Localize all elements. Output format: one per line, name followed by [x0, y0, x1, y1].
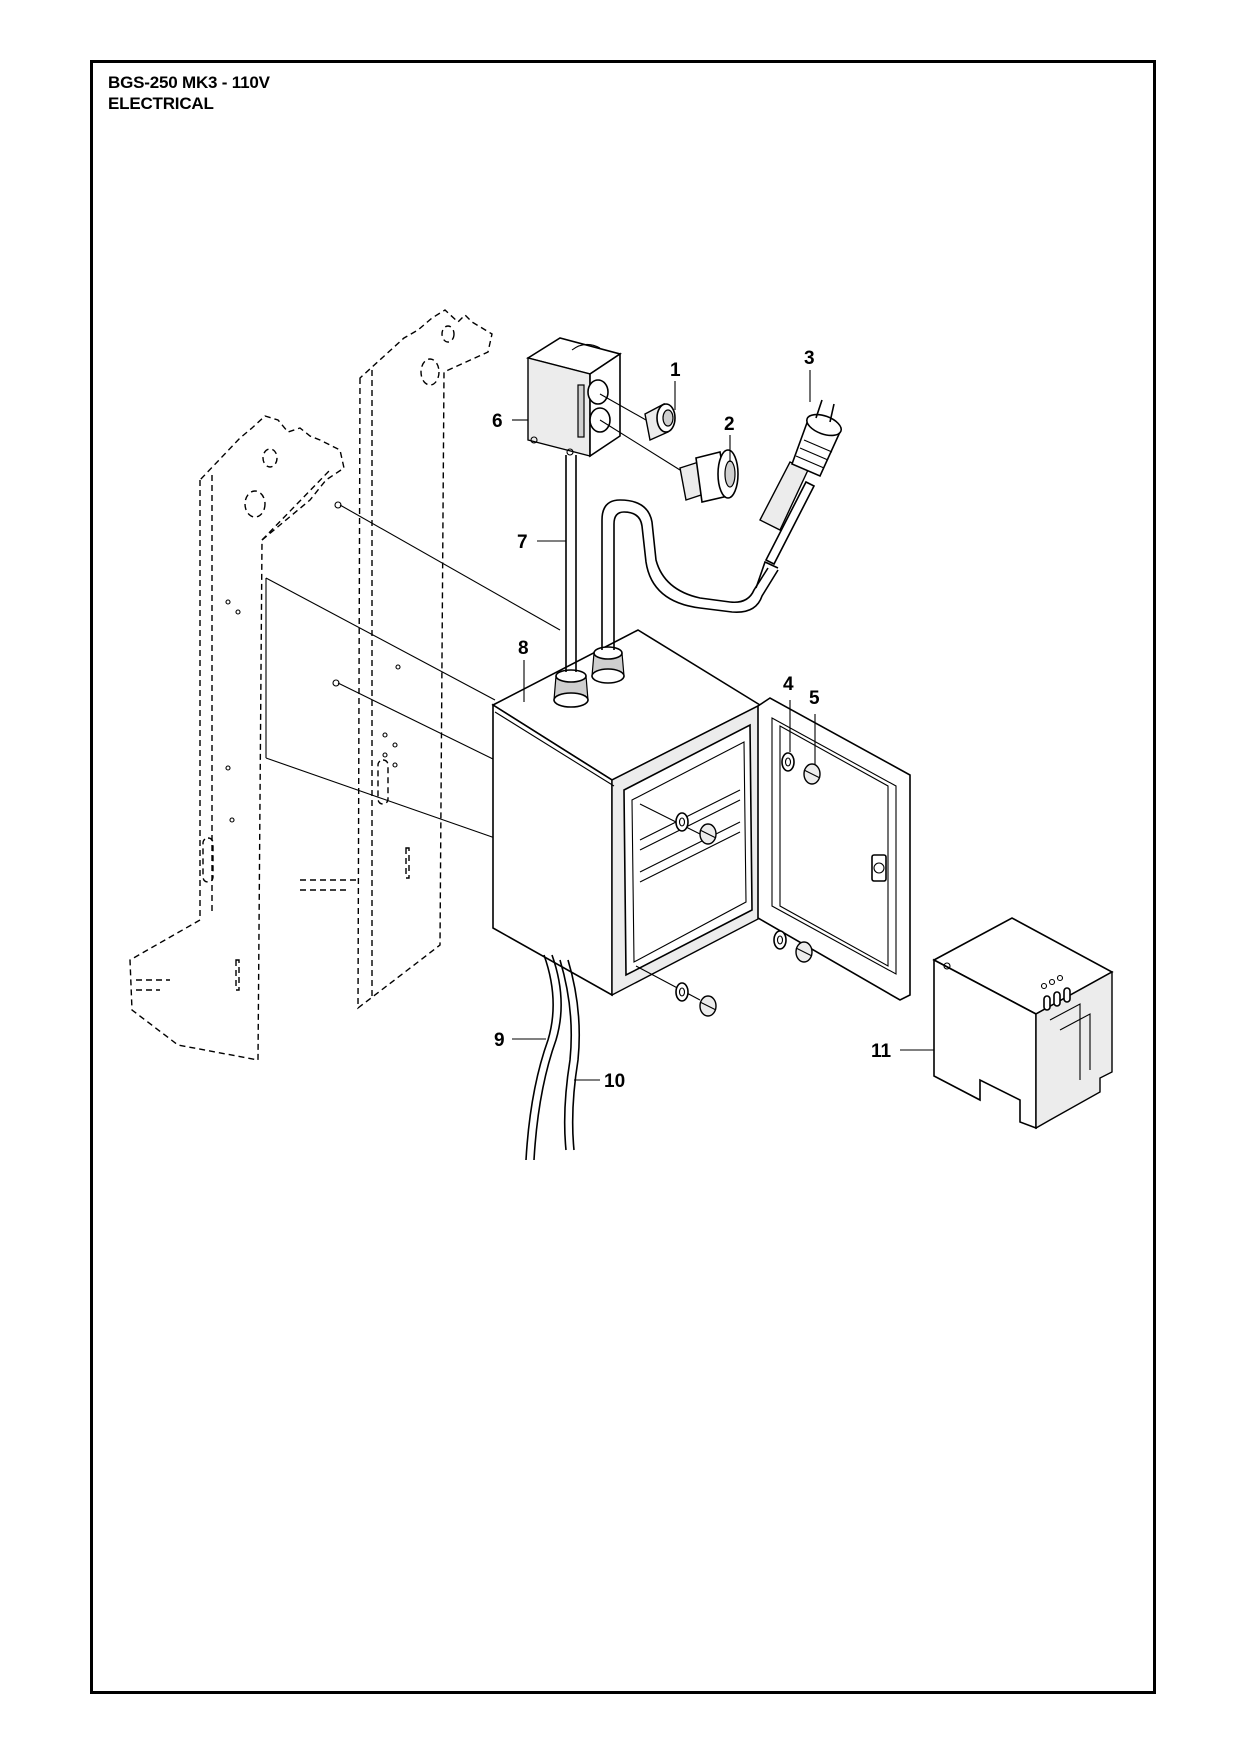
- callouts: 1 2 3 4 5 6 7 8 9 10 11: [492, 348, 892, 1092]
- callout-2: 2: [724, 414, 735, 435]
- control-cable: [565, 455, 577, 672]
- leader-lines: [512, 370, 934, 1081]
- enclosure-door: [757, 697, 911, 1001]
- frame-plate-front: [129, 415, 345, 1061]
- callout-9: 9: [494, 1030, 505, 1051]
- plate-holes: [225, 501, 401, 823]
- cable-10: [559, 959, 581, 1151]
- cable-gland-right: [591, 646, 625, 684]
- callout-10: 10: [604, 1071, 625, 1092]
- washer-nut-set-lower-right: [773, 930, 813, 963]
- callout-7: 7: [517, 532, 528, 553]
- callout-3: 3: [804, 348, 815, 369]
- washer-nut-set-upper-left: [639, 803, 717, 845]
- frame-plate-rear: [300, 309, 493, 1010]
- cable-9: [525, 954, 562, 1161]
- start-button: [599, 393, 676, 441]
- model-line: BGS-250 MK3 - 110V: [108, 73, 270, 92]
- page-border: [90, 60, 1156, 1694]
- callout-8: 8: [518, 638, 529, 659]
- stop-button: [599, 419, 739, 503]
- section-line: ELECTRICAL: [108, 94, 214, 113]
- callout-11: 11: [871, 1041, 892, 1062]
- callout-4: 4: [783, 674, 794, 695]
- power-plug: [759, 399, 842, 566]
- callout-6: 6: [492, 411, 503, 432]
- enclosure-box: [491, 629, 762, 997]
- mounting-projection-lines: [265, 504, 561, 839]
- washer-nut-set-lower-left: [635, 965, 717, 1017]
- cable-gland-left: [553, 669, 589, 708]
- callout-1: 1: [670, 360, 681, 381]
- switch-box: [525, 337, 622, 458]
- power-cable: [601, 499, 779, 650]
- callout-5: 5: [809, 688, 820, 709]
- washer-nut-set-upper-right: [781, 752, 821, 785]
- diagram-title: BGS-250 MK3 - 110V ELECTRICAL: [108, 72, 270, 114]
- transformer: [932, 917, 1114, 1130]
